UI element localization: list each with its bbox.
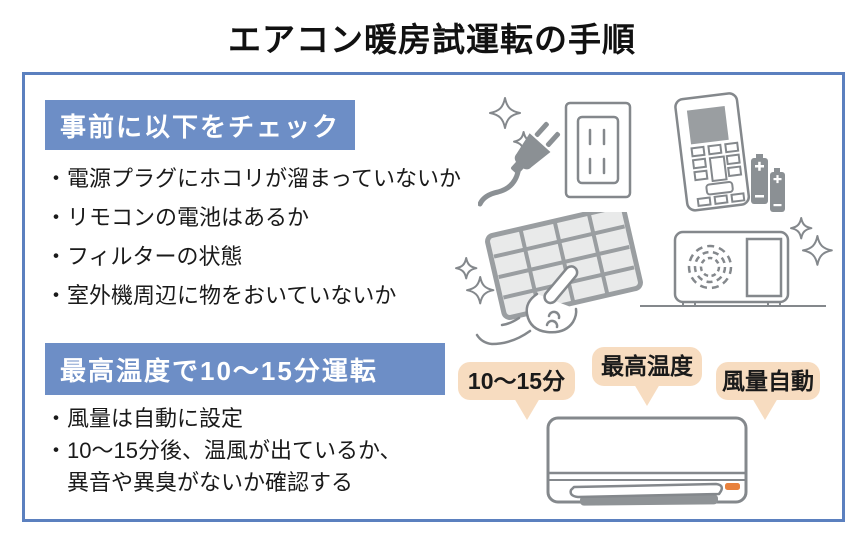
air-filter-icon <box>485 212 643 320</box>
sparkle-icon <box>490 98 520 128</box>
wall-outlet-icon <box>564 101 632 199</box>
bubble-label: 風量自動 <box>722 368 814 394</box>
sparkle-icon <box>456 258 476 278</box>
indoor-ac-illustration <box>546 416 748 506</box>
testrun-list: ・風量は自動に設定 ・10〜15分後、温風が出ているか、 異音や異臭がないか確認… <box>45 403 477 499</box>
indoor-ac-unit-icon <box>546 416 748 506</box>
outdoor-unit-illustration <box>640 212 843 307</box>
sparkle-icon <box>803 236 832 265</box>
bubble-label: 最高温度 <box>601 353 693 379</box>
sparkle-icon <box>791 218 811 238</box>
plug-and-outlet-illustration <box>478 86 632 207</box>
indicator-light <box>725 483 740 490</box>
outdoor-unit-icon <box>673 230 790 307</box>
pointing-hand-icon <box>475 265 579 346</box>
precheck-list: ・電源プラグにホコリが溜まっていないか ・リモコンの電池はあるか ・フィルターの… <box>45 159 477 315</box>
battery-icon <box>751 154 768 204</box>
list-item: ・リモコンの電池はあるか <box>45 205 310 230</box>
power-plug-icon <box>478 121 561 207</box>
speech-bubble-fan: 風量自動 <box>716 362 820 420</box>
sparkle-icon <box>467 277 493 303</box>
speech-bubble-duration: 10〜15分 <box>458 362 575 420</box>
page-title: エアコン暖房試運転の手順 <box>228 21 636 58</box>
section-precheck-heading: 事前に以下をチェック <box>45 100 355 150</box>
filter-cleaning-illustration <box>452 212 643 346</box>
battery-icon <box>770 168 785 212</box>
list-item-continuation: 異音や異臭がないか確認する <box>67 470 354 495</box>
list-item: ・フィルターの状態 <box>45 244 243 269</box>
list-item: ・室外機周辺に物をおいていないか <box>45 283 397 308</box>
list-item: ・電源プラグにホコリが溜まっていないか <box>45 166 462 191</box>
bubble-label: 10〜15分 <box>467 368 566 394</box>
list-item: ・風量は自動に設定 <box>45 406 244 431</box>
section-testrun-heading: 最高温度で10〜15分運転 <box>45 343 445 395</box>
speech-bubble-temperature: 最高温度 <box>592 347 702 406</box>
list-item: ・10〜15分後、温風が出ているか、 <box>45 438 402 463</box>
remote-and-batteries-illustration <box>674 92 785 212</box>
remote-control-icon <box>674 92 751 212</box>
